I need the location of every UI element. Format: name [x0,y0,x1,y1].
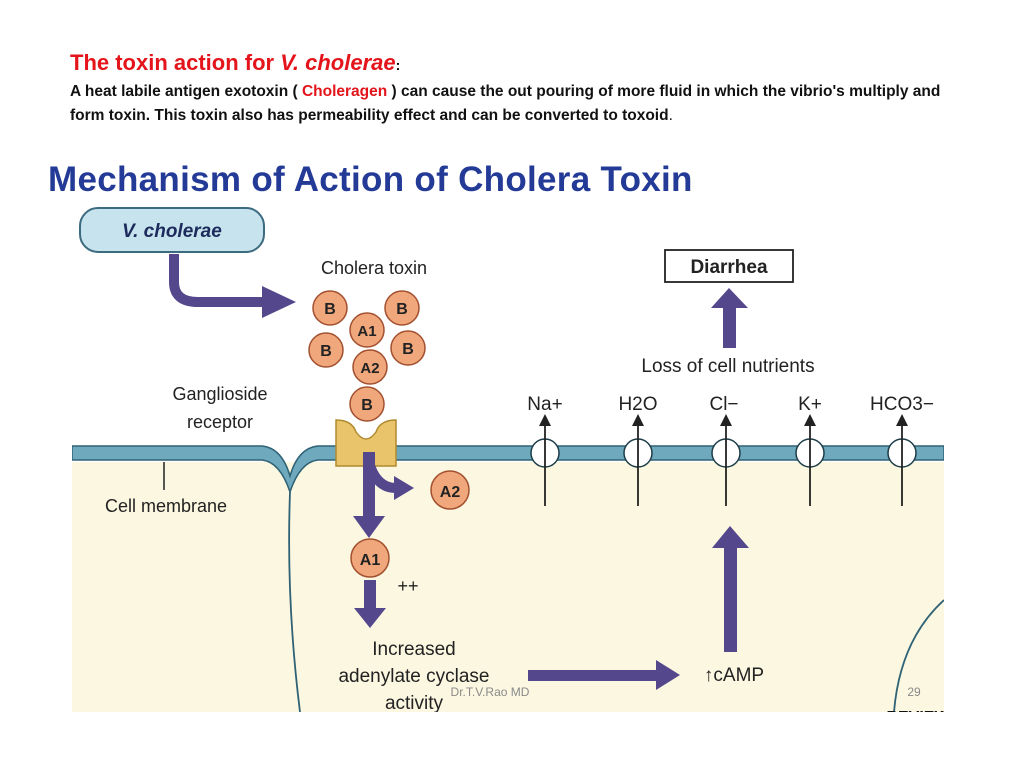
cell-boundary-left [288,491,301,712]
subunit-b-3 [308,332,344,368]
arrow-shaft-to-diarrhea [723,306,736,348]
ion-label-cl: Cl− [709,394,738,415]
increased-label-line3: activity [385,693,444,714]
cholera-toxin-label: Cholera toxin [321,258,427,278]
arrow-head-camp-up [712,526,749,548]
subunit-b-bottom-label: B [361,397,373,414]
arrow-branch-to-a2 [364,460,397,493]
ion-label-k: K+ [798,394,822,415]
subunit-b-1 [312,290,348,326]
title-prefix: The toxin action for [70,50,281,75]
ion-channel-na [530,414,560,506]
camp-label: ↑cAMP [704,665,764,686]
subunit-a2 [352,349,388,385]
arrow-head-a1-down [354,608,386,628]
increased-label-line1: Increased [372,639,455,660]
ion-channel-cl [711,414,741,506]
released-a1 [350,538,390,578]
slide-header: The toxin action for V. cholerae: A heat… [70,48,970,128]
ion-channel-hco3 [887,414,917,506]
description-paragraph: A heat labile antigen exotoxin ( Cholera… [70,80,970,128]
watermark-credit: Dr.T.V.Rao MD [451,685,530,699]
subunit-b-2-label: B [396,301,408,318]
arrow-shaft-to-camp [528,670,658,681]
released-a2-label: A2 [440,484,461,501]
ganglioside-label-line1: Ganglioside [172,384,267,404]
ion-channel-h2o [623,414,653,506]
subunit-b-bottom [349,386,385,422]
plus-plus-label: ++ [397,576,418,596]
ion-label-h2o: H2O [618,394,657,415]
ion-label-na: Na+ [527,394,562,415]
arrow-head-to-camp [656,660,680,690]
arrow-head-cholerae-to-toxin [262,286,296,318]
subunit-a1-label: A1 [357,323,376,340]
diarrhea-box [664,249,794,283]
para-part2: ) can cause the out pouring of more flui… [70,83,941,124]
arrow-head-to-a2 [394,476,414,500]
ion-label-hco3: HCO3− [870,394,934,415]
diarrhea-label: Diarrhea [690,257,768,278]
arrow-shaft-a1-down [364,580,376,610]
cell-membrane-label: Cell membrane [105,496,227,516]
v-cholerae-box [79,207,265,253]
title-colon: : [395,57,401,73]
arrow-head-to-a1 [353,516,385,538]
arrow-shaft-camp-up [724,546,737,652]
cell-boundary-right [893,599,944,712]
subunit-b-2 [384,290,420,326]
choleragen-term: Choleragen [301,83,388,100]
diagram-title: Mechanism of Action of Cholera Toxin [48,160,693,199]
para-period: . [668,107,673,124]
slide-title: The toxin action for V. cholerae: [70,48,970,80]
subunit-a1 [349,312,385,348]
ganglioside-label-line2: receptor [187,412,253,432]
loss-of-nutrients-label: Loss of cell nutrients [641,356,814,377]
arrow-cholerae-to-toxin [169,254,264,307]
released-a1-label: A1 [360,552,381,569]
subunit-b-3-label: B [320,343,332,360]
title-organism: V. cholerae [280,50,396,75]
page-number: 29 [907,685,921,699]
subunit-b-1-label: B [324,301,336,318]
arrow-head-to-diarrhea [711,288,748,308]
subunit-a2-label: A2 [360,360,379,377]
v-cholerae-label: V. cholerae [122,221,222,242]
para-part1: A heat labile antigen exotoxin ( [70,83,302,100]
ganglioside-receptor [335,419,397,467]
review-label: REVIEW [886,709,950,726]
subunit-b-4-label: B [402,341,414,358]
subunit-b-4 [390,330,426,366]
cell-cytoplasm [72,462,944,712]
increased-label-line2: adenylate cyclase [338,666,489,687]
ion-channel-k [795,414,825,506]
released-a2 [430,470,470,510]
